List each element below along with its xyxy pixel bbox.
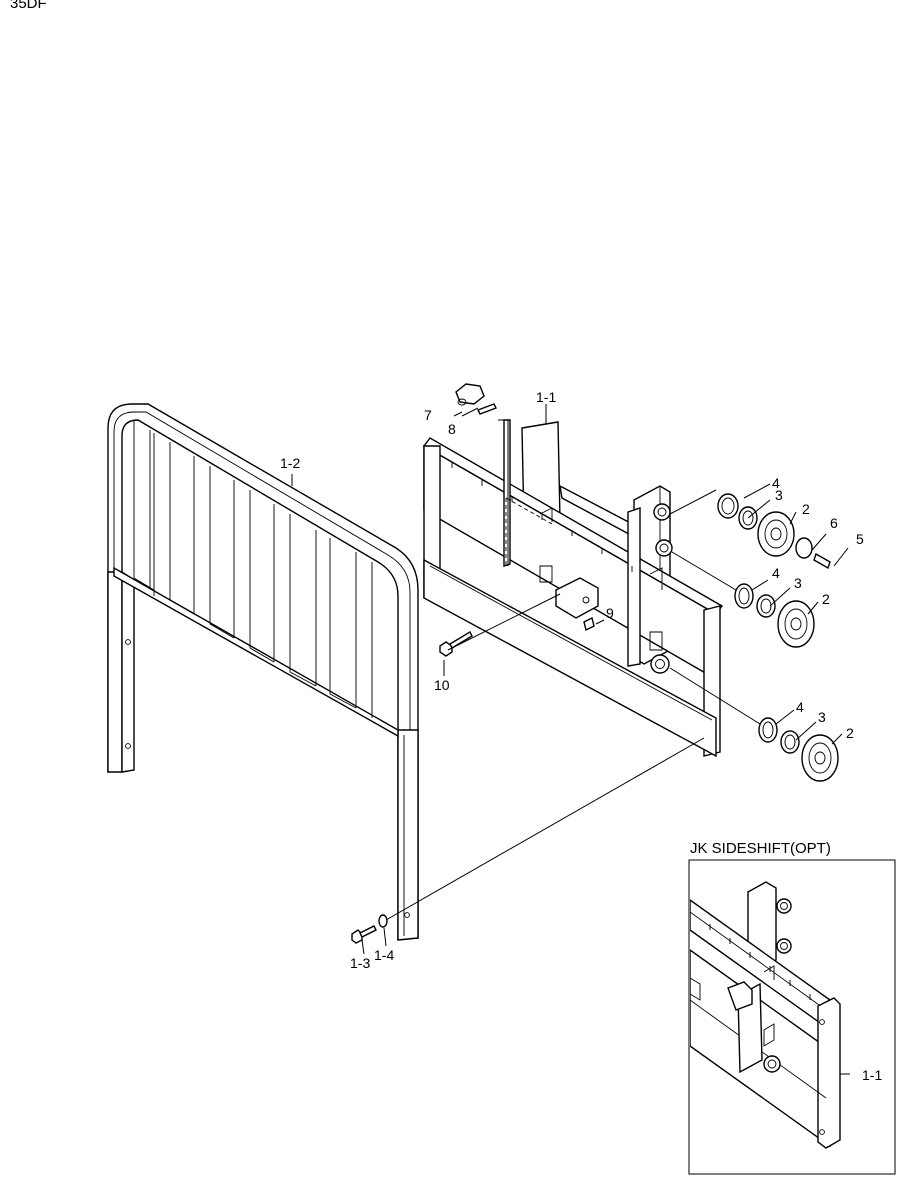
- callout-2-middle: 2: [822, 591, 830, 607]
- callout-1-3: 1-3: [350, 955, 370, 971]
- callouts: 1-1 1-2 1-3 1-4 4 3 2 6 5 4 3 2 4 3 2 7 …: [280, 389, 864, 971]
- roller-set-upper: [717, 493, 831, 570]
- callout-8: 8: [448, 421, 456, 437]
- inset-sideshift: JK SIDESHIFT(OPT): [688, 840, 896, 1175]
- callout-3-upper: 3: [775, 487, 783, 503]
- callout-9: 9: [606, 605, 614, 621]
- model-code: 35DF: [10, 0, 47, 12]
- roller-set-lower: [758, 717, 839, 782]
- callout-2-lower: 2: [846, 725, 854, 741]
- callout-1-4: 1-4: [374, 947, 394, 963]
- inset-callout-1-1: 1-1: [862, 1067, 882, 1083]
- callout-4-lower: 4: [796, 699, 804, 715]
- callout-3-lower: 3: [818, 709, 826, 725]
- callout-4-middle: 4: [772, 565, 780, 581]
- callout-1-2: 1-2: [280, 455, 300, 471]
- small-parts: [351, 383, 595, 944]
- inset-title: JK SIDESHIFT(OPT): [690, 840, 831, 857]
- load-backrest: [107, 403, 419, 941]
- roller-set-middle: [734, 583, 815, 648]
- callout-7: 7: [424, 407, 432, 423]
- callout-1-1: 1-1: [536, 389, 556, 405]
- callout-2-upper: 2: [802, 501, 810, 517]
- callout-5: 5: [856, 531, 864, 547]
- callout-6: 6: [830, 515, 838, 531]
- callout-10: 10: [434, 677, 450, 693]
- carriage: [422, 419, 724, 758]
- callout-3-middle: 3: [794, 575, 802, 591]
- callout-4-upper: 4: [772, 475, 780, 491]
- inset-frame: [688, 859, 896, 1175]
